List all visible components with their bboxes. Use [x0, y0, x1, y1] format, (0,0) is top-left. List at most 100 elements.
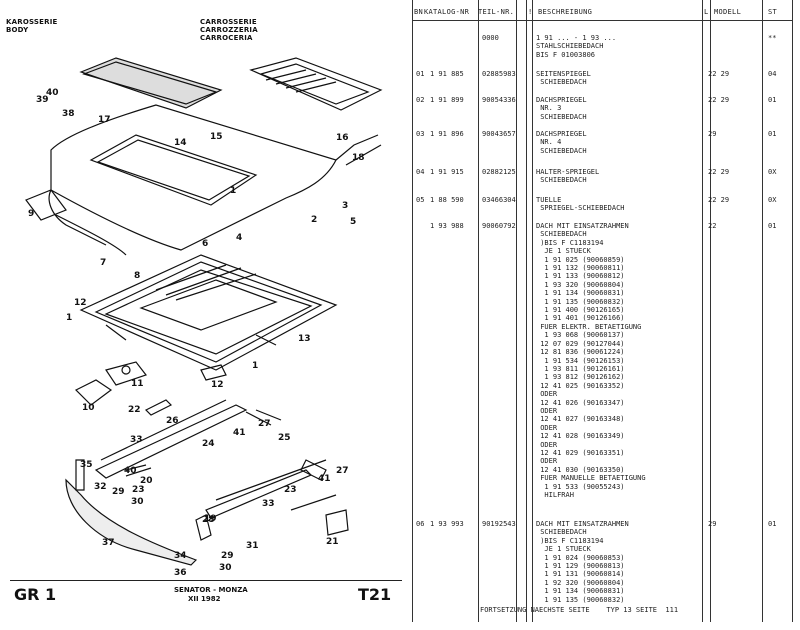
table-cell-kat: 1 93 988: [430, 222, 464, 230]
svg-text:25: 25: [278, 433, 291, 443]
table-cell-desc: SEITENSPIEGEL SCHIEBEDACH: [536, 70, 591, 87]
svg-text:28: 28: [202, 515, 215, 525]
table-cell-desc: HALTER-SPRIEGEL SCHIEBEDACH: [536, 168, 600, 185]
svg-text:33: 33: [130, 435, 143, 445]
svg-text:12: 12: [74, 298, 87, 308]
svg-text:38: 38: [62, 109, 75, 119]
table-cell-st: 01: [768, 520, 777, 528]
table-cell-teil: 02882125: [482, 168, 516, 176]
svg-text:29: 29: [112, 487, 125, 497]
col-divider: [478, 0, 479, 622]
model-date: XII 1982: [188, 595, 221, 603]
svg-text:39: 39: [36, 95, 49, 105]
header-it: CARROZZERIA: [200, 26, 258, 34]
col-divider: [702, 0, 703, 622]
svg-text:13: 13: [298, 334, 311, 344]
table-cell-desc: DACHSPRIEGEL NR. 4 SCHIEBEDACH: [536, 130, 587, 155]
col-divider: [412, 0, 413, 622]
svg-text:40: 40: [46, 88, 59, 98]
svg-text:22: 22: [128, 405, 141, 415]
header-de: KAROSSERIE: [6, 18, 58, 26]
table-cell-bn: 06: [416, 520, 425, 528]
svg-text:12: 12: [211, 380, 224, 390]
col-header-bang: !: [528, 8, 533, 16]
svg-text:3: 3: [342, 201, 348, 211]
svg-text:21: 21: [326, 537, 339, 547]
svg-text:23: 23: [284, 485, 297, 495]
table-cell-desc: 1 91 ... - 1 93 ... STAHLSCHIEBEDACH BIS…: [536, 34, 617, 59]
svg-text:6: 6: [202, 239, 208, 249]
table-footnote: FORTSETZUNG NAECHSTE SEITE TYP 13 SEITE …: [480, 606, 679, 614]
footer-rule: [10, 580, 402, 581]
col-header-st: ST: [768, 8, 778, 16]
col-divider: [516, 0, 517, 622]
col-divider: [526, 0, 527, 622]
header-es: CARROCERIA: [200, 34, 253, 42]
table-cell-st: 0X: [768, 168, 777, 176]
table-cell-teil: 03466304: [482, 196, 516, 204]
table-cell-st: 01: [768, 96, 777, 104]
table-cell-desc: DACH MIT EINSATZRAHMEN SCHIEBEDACH )BIS …: [536, 222, 646, 499]
svg-text:17: 17: [98, 115, 111, 125]
table-cell-st: 0X: [768, 196, 777, 204]
table-cell-kat: 1 91 896: [430, 130, 464, 138]
table-cell-modell: 22 29: [708, 70, 730, 78]
svg-text:36: 36: [174, 568, 187, 578]
svg-text:27: 27: [258, 419, 271, 429]
svg-text:18: 18: [352, 153, 365, 163]
table-cell-desc: TUELLE SPRIEGEL-SCHIEBEDACH: [536, 196, 625, 213]
svg-text:34: 34: [174, 551, 187, 561]
table-cell-desc: DACH MIT EINSATZRAHMEN SCHIEBEDACH )BIS …: [536, 520, 629, 604]
svg-text:1: 1: [66, 313, 72, 323]
svg-text:35: 35: [80, 460, 93, 470]
svg-text:26: 26: [166, 416, 179, 426]
svg-text:41: 41: [318, 474, 331, 484]
col-divider: [762, 0, 763, 622]
table-cell-st: 01: [768, 130, 777, 138]
svg-text:30: 30: [219, 563, 232, 573]
table-cell-kat: 1 91 915: [430, 168, 464, 176]
svg-text:33: 33: [262, 499, 275, 509]
table-cell-st: **: [768, 34, 777, 42]
table-cell-st: 04: [768, 70, 777, 78]
col-header-katalog: KATALOG-NR: [424, 8, 470, 16]
svg-text:10: 10: [82, 403, 95, 413]
table-number: T21: [358, 585, 392, 604]
header-rule: [412, 20, 792, 21]
model-name: SENATOR - MONZA: [174, 586, 248, 594]
svg-text:16: 16: [336, 133, 349, 143]
table-cell-kat: 1 88 590: [430, 196, 464, 204]
table-cell-modell: 22 29: [708, 96, 730, 104]
svg-text:29: 29: [221, 551, 234, 561]
svg-text:27: 27: [336, 466, 349, 476]
svg-text:30: 30: [131, 497, 144, 507]
svg-text:37: 37: [102, 538, 115, 548]
table-cell-teil: 90060792: [482, 222, 516, 230]
svg-text:24: 24: [202, 439, 215, 449]
svg-text:14: 14: [174, 138, 187, 148]
svg-text:15: 15: [210, 132, 223, 142]
table-cell-teil: 90043657: [482, 130, 516, 138]
table-cell-bn: 05: [416, 196, 425, 204]
svg-text:4: 4: [236, 233, 242, 243]
table-cell-desc: DACHSPRIEGEL NR. 3 SCHIEBEDACH: [536, 96, 587, 121]
table-cell-kat: 1 91 885: [430, 70, 464, 78]
header-fr: CARROSSERIE: [200, 18, 257, 26]
col-header-l: L: [704, 8, 709, 16]
header-de-en: KAROSSERIE BODY: [6, 18, 58, 34]
table-cell-kat: 1 93 993: [430, 520, 464, 528]
table-cell-bn: 02: [416, 96, 425, 104]
svg-text:7: 7: [100, 258, 106, 268]
table-cell-teil: 02885983: [482, 70, 516, 78]
table-cell-modell: 22 29: [708, 196, 730, 204]
svg-text:41: 41: [233, 428, 246, 438]
svg-text:9: 9: [28, 209, 34, 219]
svg-text:19: 19: [204, 514, 217, 524]
svg-text:23: 23: [132, 485, 145, 495]
header-en: BODY: [6, 26, 29, 34]
table-cell-modell: 29: [708, 130, 717, 138]
table-cell-teil: 90192543: [482, 520, 516, 528]
diagram-panel: KAROSSERIE BODY CARROSSERIE CARROZZERIA …: [6, 18, 402, 604]
col-header-beschreibung: BESCHREIBUNG: [538, 8, 593, 16]
table-cell-modell: 22 29: [708, 168, 730, 176]
